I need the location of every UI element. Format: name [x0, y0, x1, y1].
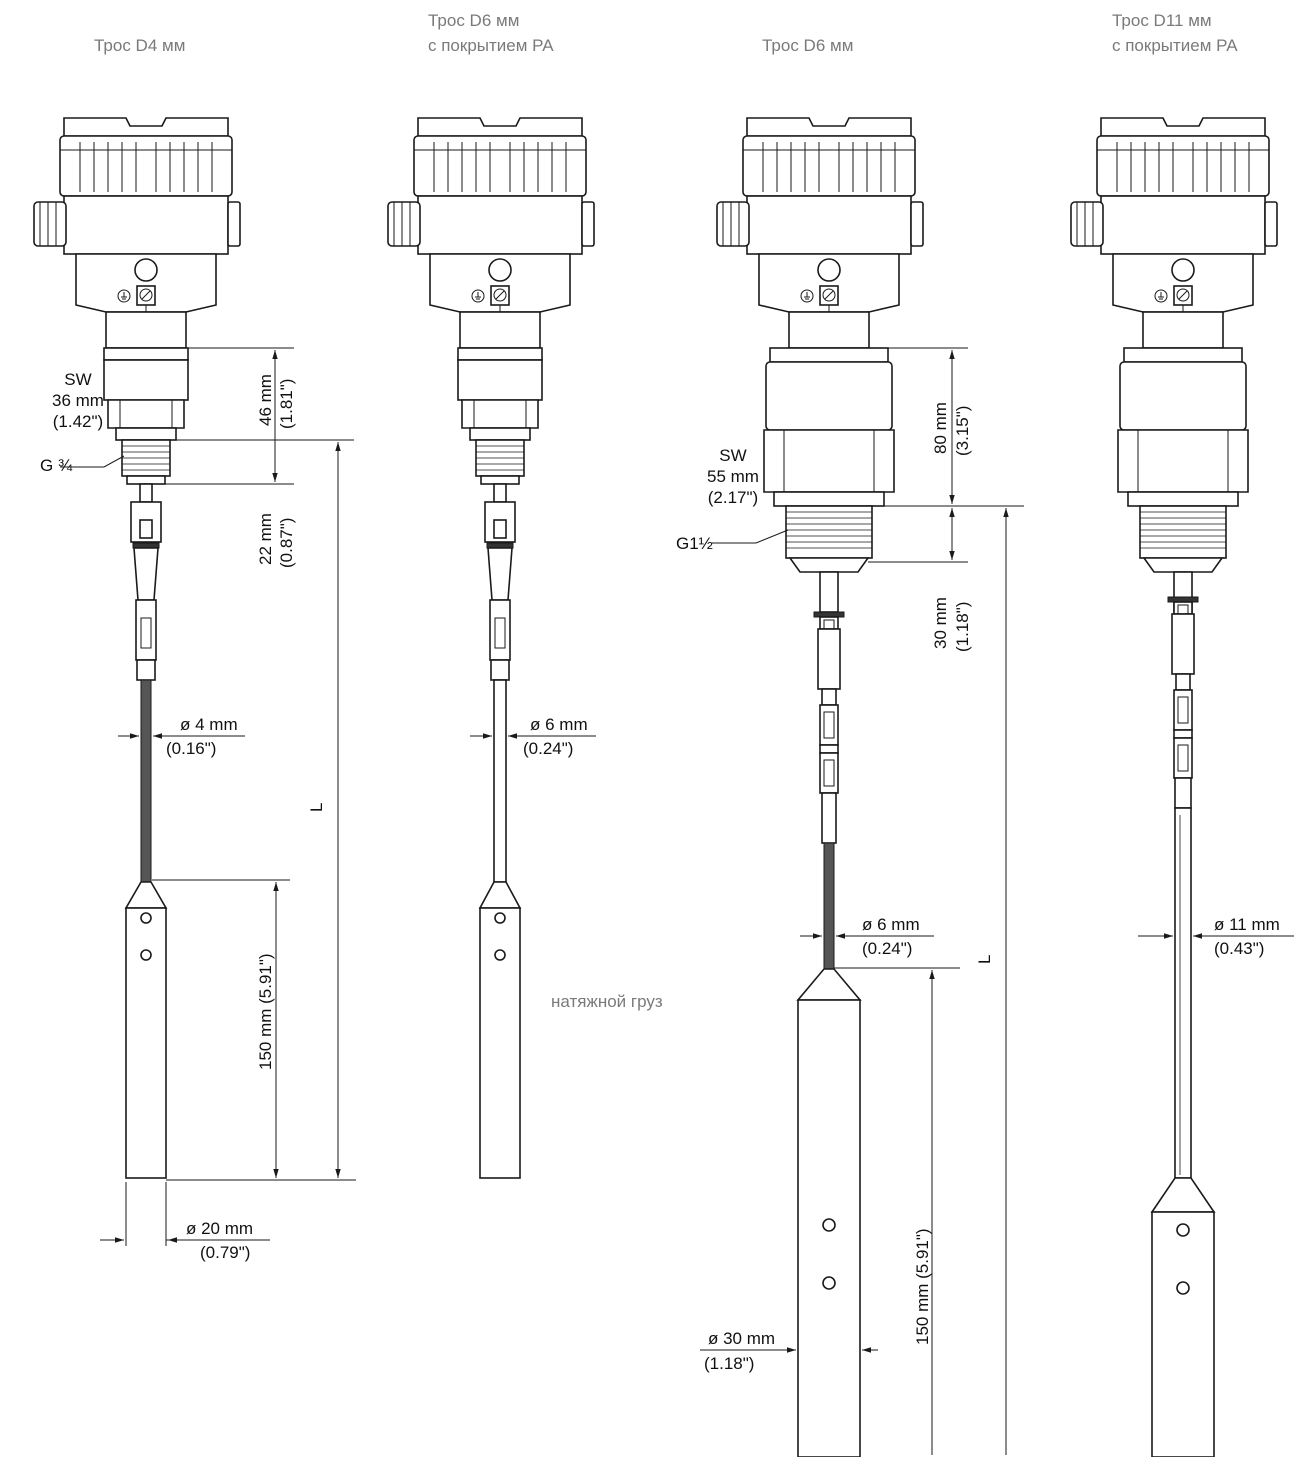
probe1-cable-mm: ø 4 mm	[180, 715, 238, 734]
probe3-cable-mm: ø 6 mm	[862, 915, 920, 934]
probe1-weight	[125, 907, 167, 1179]
probe4-cable-in: (0.43")	[1214, 939, 1264, 958]
probe3-thread-label: G1½	[676, 534, 713, 553]
probe1-h46-in: (1.81")	[277, 379, 296, 429]
probe1-cable-in: (0.16")	[166, 739, 216, 758]
probe4-title: Трос D11 мм	[1112, 11, 1212, 30]
probe1-weight-length: 150 mm (5.91")	[256, 953, 275, 1070]
probe4-housing	[1070, 117, 1278, 349]
probe3-weight-d-mm: ø 30 mm	[708, 1329, 775, 1348]
probe3-thread	[785, 505, 873, 559]
probe1-ring	[103, 347, 189, 361]
probe1: SW 36 mm (1.42") G ¾ 46 mm (1.81") 22 mm…	[33, 117, 356, 1262]
probe1-sw-in: (1.42")	[53, 412, 103, 431]
probe4-cable-mm: ø 11 mm	[1214, 915, 1280, 934]
probe3-h30-mm: 30 mm	[931, 597, 950, 649]
probe1-sw-mm: 36 mm	[52, 391, 104, 410]
probe1-h46-mm: 46 mm	[256, 374, 275, 426]
probe1-sw: SW	[64, 370, 91, 389]
probe1-h22-mm: 22 mm	[256, 513, 275, 565]
probe3-h30-in: (1.18")	[953, 602, 972, 652]
probe2-cable	[493, 679, 507, 883]
probe3-weight-d-in: (1.18")	[704, 1354, 754, 1373]
probe3-housing	[716, 117, 924, 349]
probe3-sw-in: (2.17")	[708, 488, 758, 507]
probe3-cable	[823, 842, 835, 970]
probe2-title: Трос D6 мм	[428, 11, 519, 30]
weight-label: натяжной груз	[551, 992, 663, 1011]
probe2: ø 6 mm (0.24") натяжной груз	[387, 117, 663, 1179]
probe4-weight	[1151, 1211, 1215, 1457]
probe1-weight-d-mm: ø 20 mm	[186, 1219, 253, 1238]
probe1-weight-d-in: (0.79")	[200, 1243, 250, 1262]
probe3-hex	[763, 429, 895, 493]
probe4: ø 11 mm (0.43")	[1070, 117, 1294, 1457]
probe3-weight-length: 150 mm (5.91")	[913, 1228, 932, 1345]
probe3-sw: SW	[719, 446, 746, 465]
probe3-length: L	[975, 955, 994, 964]
probe1-length: L	[307, 803, 326, 812]
probe2-cable-mm: ø 6 mm	[530, 715, 588, 734]
probe2-weight	[479, 907, 521, 1179]
probe2-subtitle: с покрытием PA	[428, 36, 554, 55]
probe1-h22-in: (0.87")	[277, 518, 296, 568]
probe1-thread-label: G ¾	[40, 456, 73, 475]
probe2-cable-in: (0.24")	[523, 739, 573, 758]
probe4-cable	[1174, 807, 1192, 1179]
probe1-cable	[140, 679, 152, 883]
probe3: SW 55 mm (2.17") G1½ 80 mm (3.15") 30 mm…	[676, 117, 1024, 1457]
probe4-subtitle: с покрытием PA	[1112, 36, 1238, 55]
probe1-title: Трос D4 мм	[94, 36, 185, 55]
probe3-title: Трос D6 мм	[762, 36, 853, 55]
probe1-hex-upper	[103, 359, 189, 401]
probe1-hex-lower	[107, 399, 185, 429]
probe3-cable-in: (0.24")	[862, 939, 912, 958]
probe3-h80-in: (3.15")	[953, 406, 972, 456]
probe3-h80-mm: 80 mm	[931, 402, 950, 454]
probe2-housing	[387, 117, 595, 349]
probe1-housing	[33, 117, 241, 349]
probe3-upper	[765, 361, 893, 431]
probe3-sw-mm: 55 mm	[707, 467, 759, 486]
